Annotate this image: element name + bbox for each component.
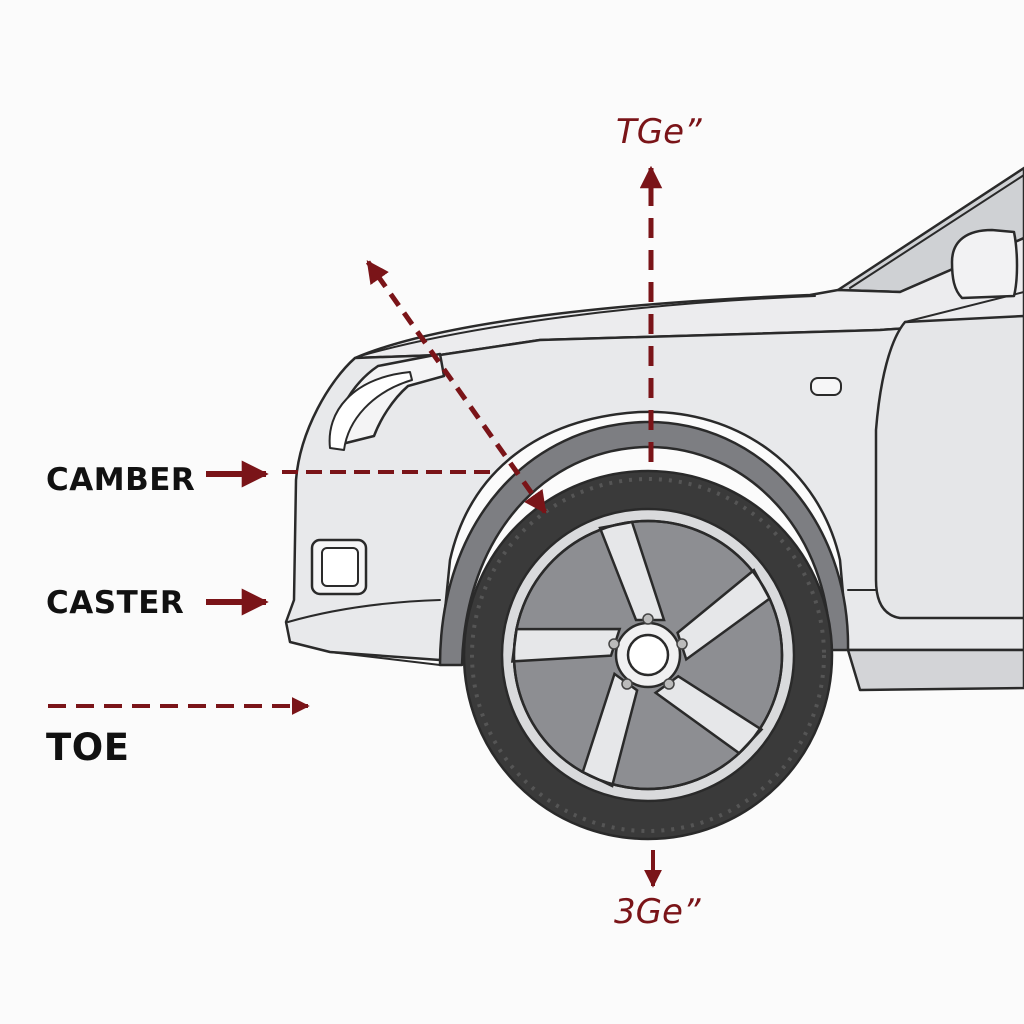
diagonal-axis-arrow — [365, 260, 548, 514]
alignment-arrows — [48, 165, 663, 888]
top-value-label: TGe” — [616, 112, 702, 152]
camber-label: CAMBER — [46, 462, 196, 498]
wheel-icon — [462, 469, 834, 841]
caster-label: CASTER — [46, 585, 185, 621]
toe-label: TOE — [46, 726, 130, 769]
bottom-value-label: 3Ge” — [614, 892, 701, 932]
